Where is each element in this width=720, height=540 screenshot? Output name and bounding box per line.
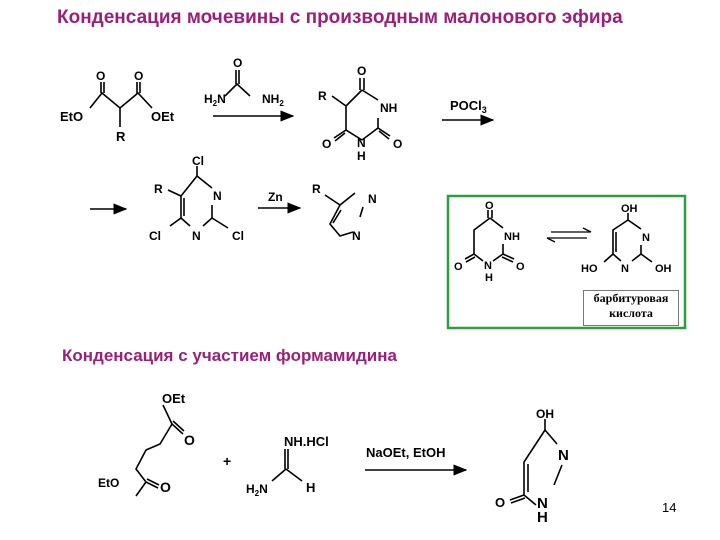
atom-label: N [357,136,366,150]
caption-line: кислота [609,306,653,320]
malonic-ester-structure: O O EtO OEt R [60,69,175,144]
atom-label: OH [655,263,672,275]
atom-label: HO [581,263,598,275]
atom-label: N [368,192,377,206]
equilibrium-arrows [546,227,592,243]
atom-label: O [233,56,242,70]
atom-label: Cl [232,229,244,243]
atom-label: R [312,182,321,196]
atom-label: N [558,447,569,464]
reagent-label: Zn [268,190,283,204]
barbituric-acid-enol-structure: OH N N HO OH [581,203,672,275]
atom-label: EtO [98,476,119,490]
atom-label: N [192,229,201,243]
atom-label: R [318,89,327,103]
atom-label: NH2 [262,92,284,108]
atom-label: R [116,129,126,144]
hydroxypyrimidinone-structure: OH N N H O [495,407,569,526]
trichloropyrimidine-structure: Cl R N N Cl Cl [149,154,244,243]
atom-label: N [484,260,492,272]
atom-label: OEt [151,109,175,124]
atom-label: O [516,261,525,273]
atom-label: O [96,69,105,83]
page-number: 14 [662,500,677,515]
title-formamidine-condensation: Конденсация с участием формамидина [62,346,397,365]
atom-label: OH [536,407,554,421]
substituted-barbiturate-structure: O R NH O O N H [318,64,402,163]
atom-label: O [184,432,195,448]
atom-label: OEt [162,391,186,406]
barbituric-acid-keto-structure: O NH O O N H [454,200,525,284]
barbituric-acid-caption: барбитуровая кислота [583,290,679,326]
atom-label: OH [621,203,638,215]
caption-line: барбитуровая [593,291,669,305]
tautomer-frame [446,194,687,330]
atom-label: N [621,263,629,275]
atom-label: Cl [149,229,161,243]
atom-label: O [485,200,494,212]
atom-label: R [154,182,163,196]
diethyl-malonate-structure: OEt O EtO O [98,391,195,497]
atom-label: O [322,137,331,151]
title-urea-condensation: Конденсация мочевины с производным малон… [57,7,623,28]
atom-label: H [357,149,366,163]
reagent-label: POCl3 [450,98,487,115]
atom-label: O [160,479,171,495]
atom-label: H [485,272,493,284]
atom-label: O [134,69,143,83]
atom-label: O [357,64,366,78]
pyrimidine-structure: R N N [312,182,377,243]
atom-label: O [393,137,402,151]
atom-label: NH.HCl [284,434,329,449]
atom-label: EtO [60,109,83,124]
reaction-conditions: NaOEt, EtOH [366,445,445,460]
atom-label: O [495,495,505,510]
atom-label: H2N [204,92,226,108]
atom-label: H2N [246,482,268,498]
atom-label: O [454,261,463,273]
atom-label: N [642,232,650,244]
atom-label: NH [380,101,397,115]
atom-label: H [306,480,315,495]
atom-label: N [213,189,222,203]
plus-sign: + [223,453,231,469]
urea-reagent: O H2N NH2 [204,56,284,108]
atom-label: H [537,509,548,526]
atom-label: Cl [192,154,204,168]
atom-label: N [352,229,361,243]
atom-label: NH [504,231,520,243]
atom-label: N [537,495,548,512]
formamidine-hydrochloride-structure: NH.HCl H2N H [246,434,329,498]
